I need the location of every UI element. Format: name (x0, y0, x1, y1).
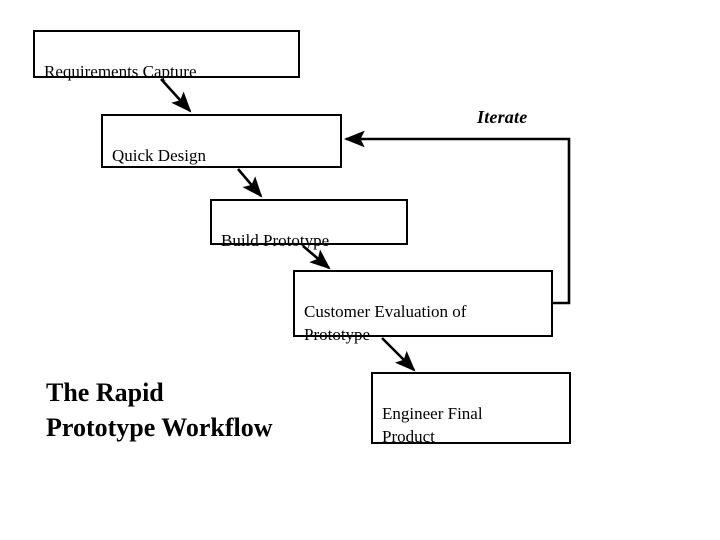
edge-customer-eval-to-engineer-final (381, 337, 416, 372)
node-build-prototype-label: Build Prototype (221, 230, 330, 250)
node-build-prototype[interactable]: Build Prototype (210, 199, 408, 250)
node-engineer-final-product-label: Engineer Final Product (382, 403, 483, 446)
node-requirements-capture-label: Requirements Capture (44, 61, 197, 81)
node-quick-design[interactable]: Quick Design (101, 114, 342, 168)
node-customer-evaluation-of-prototype[interactable]: Customer Evaluation of Prototype (293, 270, 553, 344)
node-engineer-final-product[interactable]: Engineer Final Product (371, 372, 571, 446)
node-quick-design-label: Quick Design (112, 145, 206, 165)
edge-label-iterate: Iterate (477, 107, 528, 127)
diagram-title: The Rapid Prototype Workflow (46, 378, 273, 443)
node-customer-evaluation-label: Customer Evaluation of Prototype (304, 301, 467, 344)
node-requirements-capture[interactable]: Requirements Capture (33, 30, 300, 81)
